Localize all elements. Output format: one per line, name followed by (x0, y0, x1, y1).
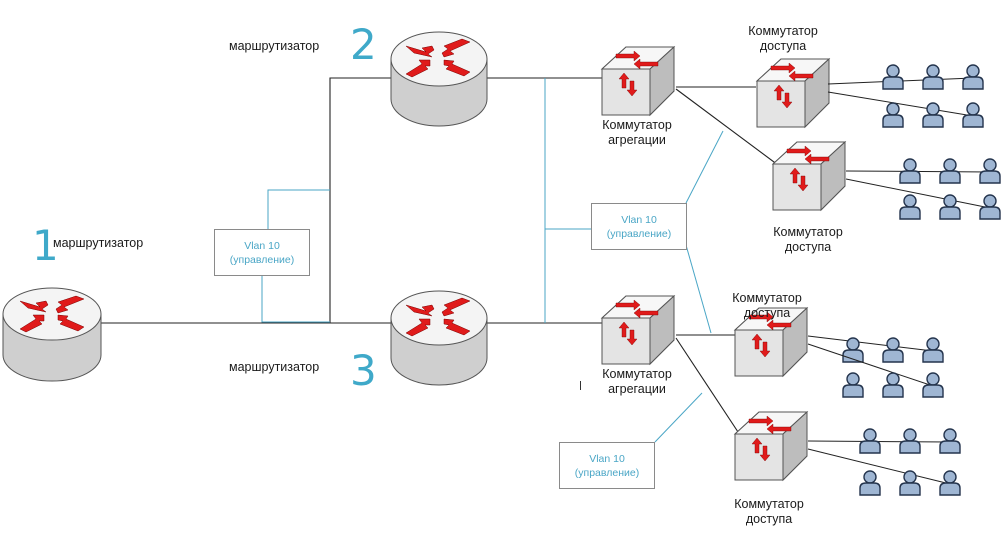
link-agg2-acc4 (675, 337, 743, 439)
vlan-line-mid-up (685, 130, 724, 204)
label-line: доступа (745, 512, 793, 526)
label-line: Коммутатор (602, 367, 672, 381)
aggregation-switch-1-label: Коммутатор агрегации (602, 118, 672, 148)
switch-icon (733, 410, 809, 482)
switch-icon (733, 306, 809, 378)
label-line: Коммутатор (734, 497, 804, 511)
router-1-number: 1 (32, 221, 59, 270)
label-line: доступа (743, 306, 791, 320)
vlan-line-bottom (654, 392, 703, 443)
access-switch-2-label: Коммутатор доступа (773, 225, 843, 255)
vlan-box-bottom: Vlan 10 (управление) (559, 442, 655, 489)
vlan-line-left-top (267, 189, 330, 229)
vlan-line-left-bottom (261, 275, 330, 323)
router-1[interactable] (2, 285, 102, 383)
access-switch-4-label: Коммутатор доступа (734, 497, 804, 527)
vlan-box-middle: Vlan 10 (управление) (591, 203, 687, 250)
label-line: доступа (759, 39, 807, 53)
vlan-description: (управление) (229, 253, 295, 266)
router-icon (390, 31, 488, 127)
small-tick-mark (580, 381, 581, 390)
switch-icon (755, 57, 831, 129)
router-2-label: маршрутизатор (229, 39, 320, 53)
link-agg1-acc2 (675, 88, 783, 169)
label-line: доступа (784, 240, 832, 254)
vlan-line-mid-down (685, 244, 712, 334)
router-icon (390, 290, 488, 386)
router-3-label: маршрутизатор (229, 360, 320, 374)
vlan-box-left: Vlan 10 (управление) (214, 229, 310, 276)
aggregation-switch-2[interactable] (600, 294, 676, 366)
router-3[interactable] (390, 287, 488, 387)
aggregation-switch-2-label: Коммутатор агрегации (602, 367, 672, 397)
vlan-description: (управление) (574, 466, 640, 479)
vlan-label: Vlan 10 (589, 452, 625, 465)
label-line: Коммутатор (748, 24, 818, 38)
router-2-number: 2 (350, 20, 377, 69)
link-r1-r2 (329, 77, 392, 323)
access-switch-2[interactable] (771, 140, 847, 212)
access-switch-3-label: Коммутатор доступа (732, 291, 802, 321)
label-line: Коммутатор (732, 291, 802, 305)
label-line: агрегации (608, 382, 666, 396)
router-2[interactable] (390, 28, 488, 128)
vlan-label: Vlan 10 (621, 213, 657, 226)
label-line: Коммутатор (602, 118, 672, 132)
aggregation-switch-1[interactable] (600, 45, 676, 117)
access-switch-3[interactable] (733, 306, 809, 378)
label-line: Коммутатор (773, 225, 843, 239)
access-switch-1[interactable] (755, 57, 831, 129)
switch-icon (600, 294, 676, 366)
router-icon (2, 287, 102, 382)
router-1-label: маршрутизатор (53, 236, 144, 250)
label-line: агрегации (608, 133, 666, 147)
vlan-label: Vlan 10 (244, 239, 280, 252)
access-switch-1-label: Коммутатор доступа (748, 24, 818, 54)
access-switch-4[interactable] (733, 410, 809, 482)
switch-icon (771, 140, 847, 212)
router-3-number: 3 (350, 346, 377, 395)
switch-icon (600, 45, 676, 117)
vlan-description: (управление) (606, 227, 672, 240)
